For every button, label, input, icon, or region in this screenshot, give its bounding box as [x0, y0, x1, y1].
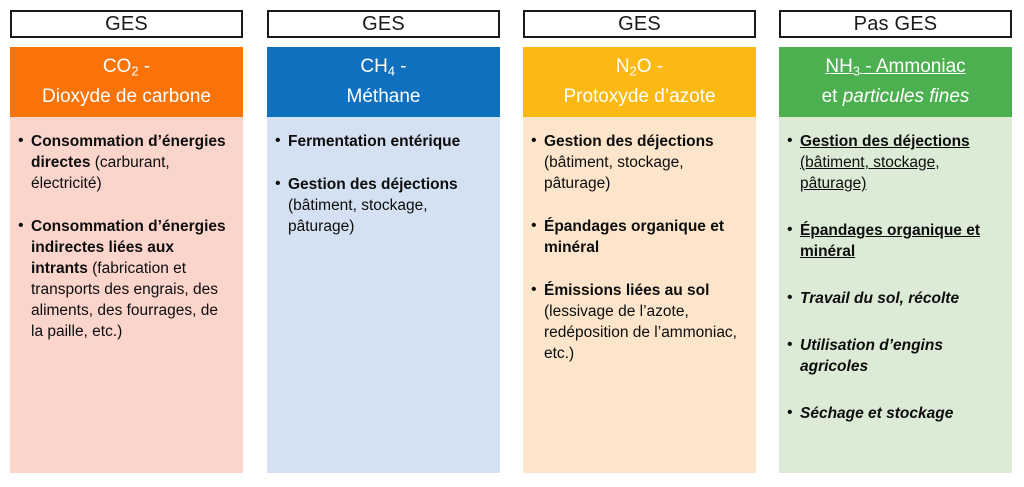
gas-formula-suffix: - Ammoniac [860, 55, 966, 77]
gas-formula-subscript: 2 [131, 63, 139, 79]
gas-formula-subscript: 2 [629, 63, 637, 79]
list-item: Émissions liées au sol (lessivage de l’a… [531, 279, 746, 364]
list-item: Consommation d’énergies indirectes liées… [18, 215, 233, 342]
gas-formula-suffix: - [138, 55, 151, 77]
source-label: Travail du sol, récolte [800, 290, 960, 307]
source-label: Consommation d’énergies directes [31, 133, 226, 171]
list-item: Gestion des déjections (bâtiment, stocka… [787, 130, 1002, 194]
ges-tag-box-ch4: GES [267, 10, 500, 38]
list-item: Travail du sol, récolte [787, 287, 1002, 309]
source-detail: (bâtiment, stockage, pâturage) [288, 197, 428, 235]
list-item: Gestion des déjections (bâtiment, stocka… [531, 130, 746, 194]
gas-name-italic: particules fines [842, 86, 970, 108]
ges-tag-label: GES [105, 13, 148, 35]
gas-body-co2: Consommation d’énergies directes (carbur… [10, 117, 243, 473]
gas-formula: N2O - [616, 54, 663, 85]
gas-formula-subscript: 3 [852, 63, 861, 79]
source-list: Gestion des déjections (bâtiment, stocka… [531, 130, 746, 364]
gas-header-n2o: N2O -Protoxyde d’azote [523, 47, 756, 117]
gas-name: Protoxyde d’azote [563, 86, 716, 108]
source-detail: (carburant, électricité) [31, 154, 170, 192]
list-item: Séchage et stockage [787, 402, 1002, 424]
list-item: Gestion des déjections (bâtiment, stocka… [275, 173, 490, 237]
list-item: Fermentation entérique [275, 130, 490, 152]
source-label: Émissions liées au sol [544, 282, 710, 299]
source-detail: (bâtiment, stockage, pâturage) [800, 154, 940, 192]
source-label: Séchage et stockage [800, 405, 954, 422]
list-item: Utilisation d’engins agricoles [787, 334, 1002, 377]
gas-body-n2o: Gestion des déjections (bâtiment, stocka… [523, 117, 756, 473]
gas-formula: CH4 - [360, 54, 406, 85]
source-detail: (lessivage de l’azote, redéposition de l… [544, 303, 737, 362]
gas-name: et particules fines [822, 84, 970, 110]
ges-tag-box-nh3: Pas GES [779, 10, 1012, 38]
gas-formula-subscript: 4 [387, 63, 396, 79]
source-detail: (fabrication et transports des engrais, … [31, 260, 218, 340]
source-label: Gestion des déjections [800, 133, 970, 150]
gas-formula: NH3 - Ammoniac [825, 54, 965, 85]
gas-header-co2: CO2 -Dioxyde de carbone [10, 47, 243, 117]
gas-formula-base: CH [360, 55, 388, 77]
source-label: Gestion des déjections [544, 133, 714, 150]
list-item: Consommation d’énergies directes (carbur… [18, 130, 233, 194]
gas-header-ch4: CH4 -Méthane [267, 47, 500, 117]
gas-formula: CO2 - [103, 54, 150, 85]
source-list: Consommation d’énergies directes (carbur… [18, 130, 233, 342]
gas-formula-base: NH [825, 55, 853, 77]
source-detail: (bâtiment, stockage, pâturage) [544, 154, 684, 192]
gas-name: Dioxyde de carbone [42, 86, 211, 108]
gas-name-prefix: et [821, 86, 843, 108]
ges-tag-box-n2o: GES [523, 10, 756, 38]
ges-tag-box-co2: GES [10, 10, 243, 38]
gas-formula-suffix: - [395, 55, 407, 77]
source-label: Consommation d’énergies indirectes liées… [31, 218, 226, 277]
source-label: Utilisation d’engins agricoles [800, 337, 943, 375]
source-label: Fermentation entérique [288, 133, 461, 150]
gas-body-nh3: Gestion des déjections (bâtiment, stocka… [779, 117, 1012, 473]
list-item: Épandages organique et minéral [531, 215, 746, 258]
source-list: Fermentation entériqueGestion des déject… [275, 130, 490, 237]
gas-name: Méthane [346, 86, 421, 108]
gas-formula-base: CO [102, 55, 132, 77]
gas-body-ch4: Fermentation entériqueGestion des déject… [267, 117, 500, 473]
ges-tag-label: GES [362, 13, 405, 35]
gas-formula-suffix: O - [636, 55, 664, 77]
ges-tag-label: Pas GES [853, 13, 938, 35]
list-item: Épandages organique et minéral [787, 219, 1002, 262]
source-label: Gestion des déjections [288, 176, 458, 193]
source-list: Gestion des déjections (bâtiment, stocka… [787, 130, 1002, 424]
source-label: Épandages organique et minéral [544, 218, 725, 256]
gas-formula-base: N [615, 55, 630, 77]
source-label: Épandages organique et minéral [800, 222, 981, 260]
ges-tag-label: GES [618, 13, 661, 35]
